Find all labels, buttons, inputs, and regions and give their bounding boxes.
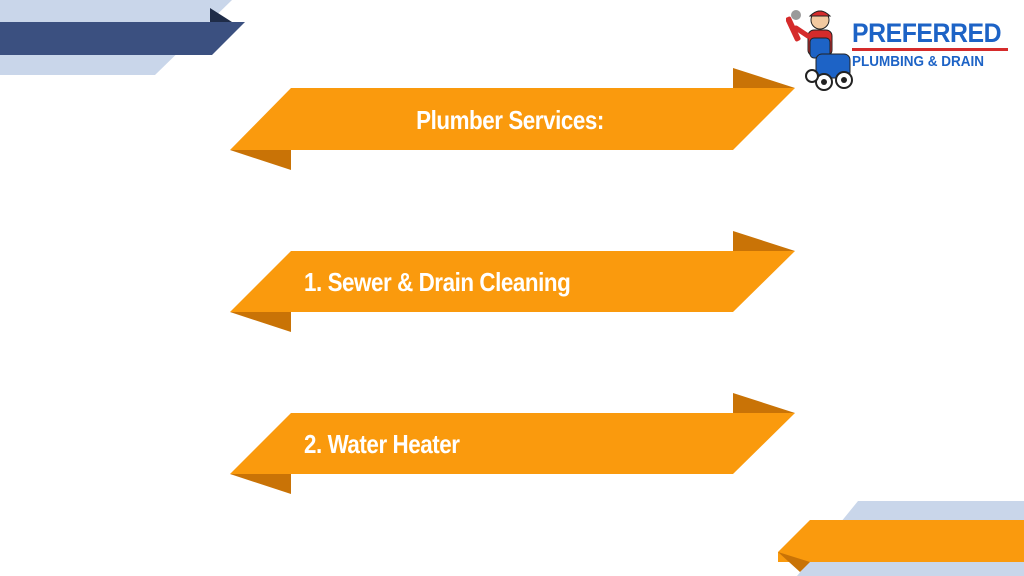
logo-wordmark-plumbing-drain: PLUMBING & DRAIN <box>852 53 985 70</box>
logo-underline <box>852 48 1008 51</box>
banner-item-water-heater: 2. Water Heater <box>304 429 460 459</box>
corner-decoration-top-left <box>0 0 245 75</box>
banner-item-sewer-drain-cleaning: 1. Sewer & Drain Cleaning <box>304 267 571 297</box>
banner-title: Plumber Services: <box>416 105 604 135</box>
plumber-mascot-icon <box>786 10 853 91</box>
logo-wordmark-preferred: PREFERRED <box>852 18 1002 48</box>
company-logo: PREFERRED PLUMBING & DRAIN <box>786 6 1016 94</box>
